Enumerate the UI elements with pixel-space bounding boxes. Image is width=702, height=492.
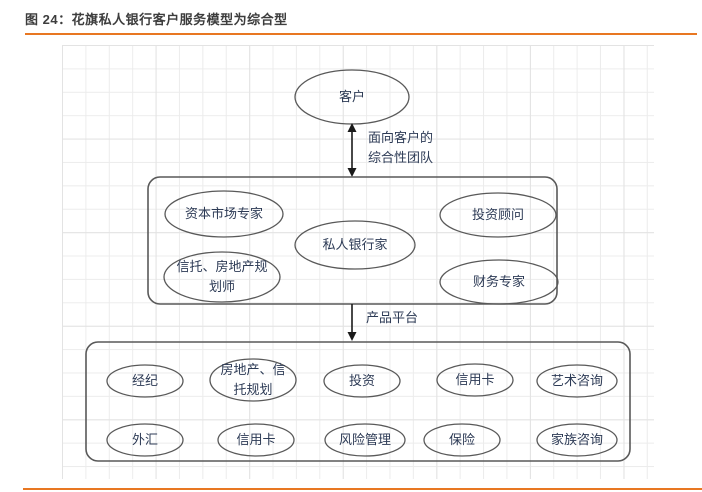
brokerage-ellipse [106,364,184,398]
risk-management-label: 风险管理 [338,431,392,447]
creditcard-row2-label: 信用卡 [236,431,276,447]
trust-realestate-planner-line2: 划师 [208,279,236,294]
investment-advisor-ellipse [439,192,557,238]
finance-expert-ellipse [439,259,559,305]
finance-expert-label: 财务专家 [472,273,526,289]
capital-markets-label: 资本市场专家 [184,205,264,221]
investment-ellipse [323,364,401,398]
title-divider [25,33,697,35]
creditcard-row2-ellipse [217,423,295,457]
customer-node-label: 客户 [338,88,366,104]
arrowhead-down-icon [347,168,357,177]
platform-arrow-label: 产品平台 [366,309,419,325]
realestate-trust-label: 房地产、信 托规划 [220,360,285,400]
family-consulting-ellipse [536,423,618,457]
arrowhead-down-icon [347,332,357,341]
art-consulting-label: 艺术咨询 [550,372,604,388]
risk-management-ellipse [324,423,406,457]
team-arrow-label: 面向客户的 综合性团队 [368,128,433,168]
realestate-trust-line2: 托规划 [233,382,273,397]
footer-divider [23,488,702,490]
private-banker-label: 私人银行家 [322,236,388,252]
realestate-trust-line1: 房地产、信 [220,361,286,377]
capital-markets-ellipse [164,190,284,238]
art-consulting-ellipse [536,364,618,398]
forex-label: 外汇 [131,431,159,447]
arrowhead-up-icon [347,123,357,132]
trust-realestate-planner-line1: 信托、房地产规 [176,258,268,274]
investment-advisor-label: 投资顾问 [471,206,525,222]
grid-canvas [62,45,654,479]
trust-realestate-planner-ellipse [163,251,281,303]
family-consulting-label: 家族咨询 [550,431,604,447]
product-box-rect [85,341,631,462]
creditcard-row1-ellipse [436,363,514,397]
team-arrow-label-line1: 面向客户的 [368,129,434,145]
insurance-label: 保险 [448,431,476,447]
team-arrow-label-line2: 综合性团队 [368,150,434,165]
creditcard-row1-label: 信用卡 [455,371,495,387]
forex-ellipse [106,423,184,457]
brokerage-label: 经纪 [131,372,159,388]
private-banker-ellipse [294,220,416,270]
insurance-ellipse [423,423,501,457]
figure-title: 图 24：花旗私人银行客户服务模型为综合型 [25,12,288,27]
realestate-trust-ellipse [209,358,297,402]
investment-label: 投资 [348,372,376,388]
trust-realestate-planner-label: 信托、房地产规 划师 [176,257,267,297]
